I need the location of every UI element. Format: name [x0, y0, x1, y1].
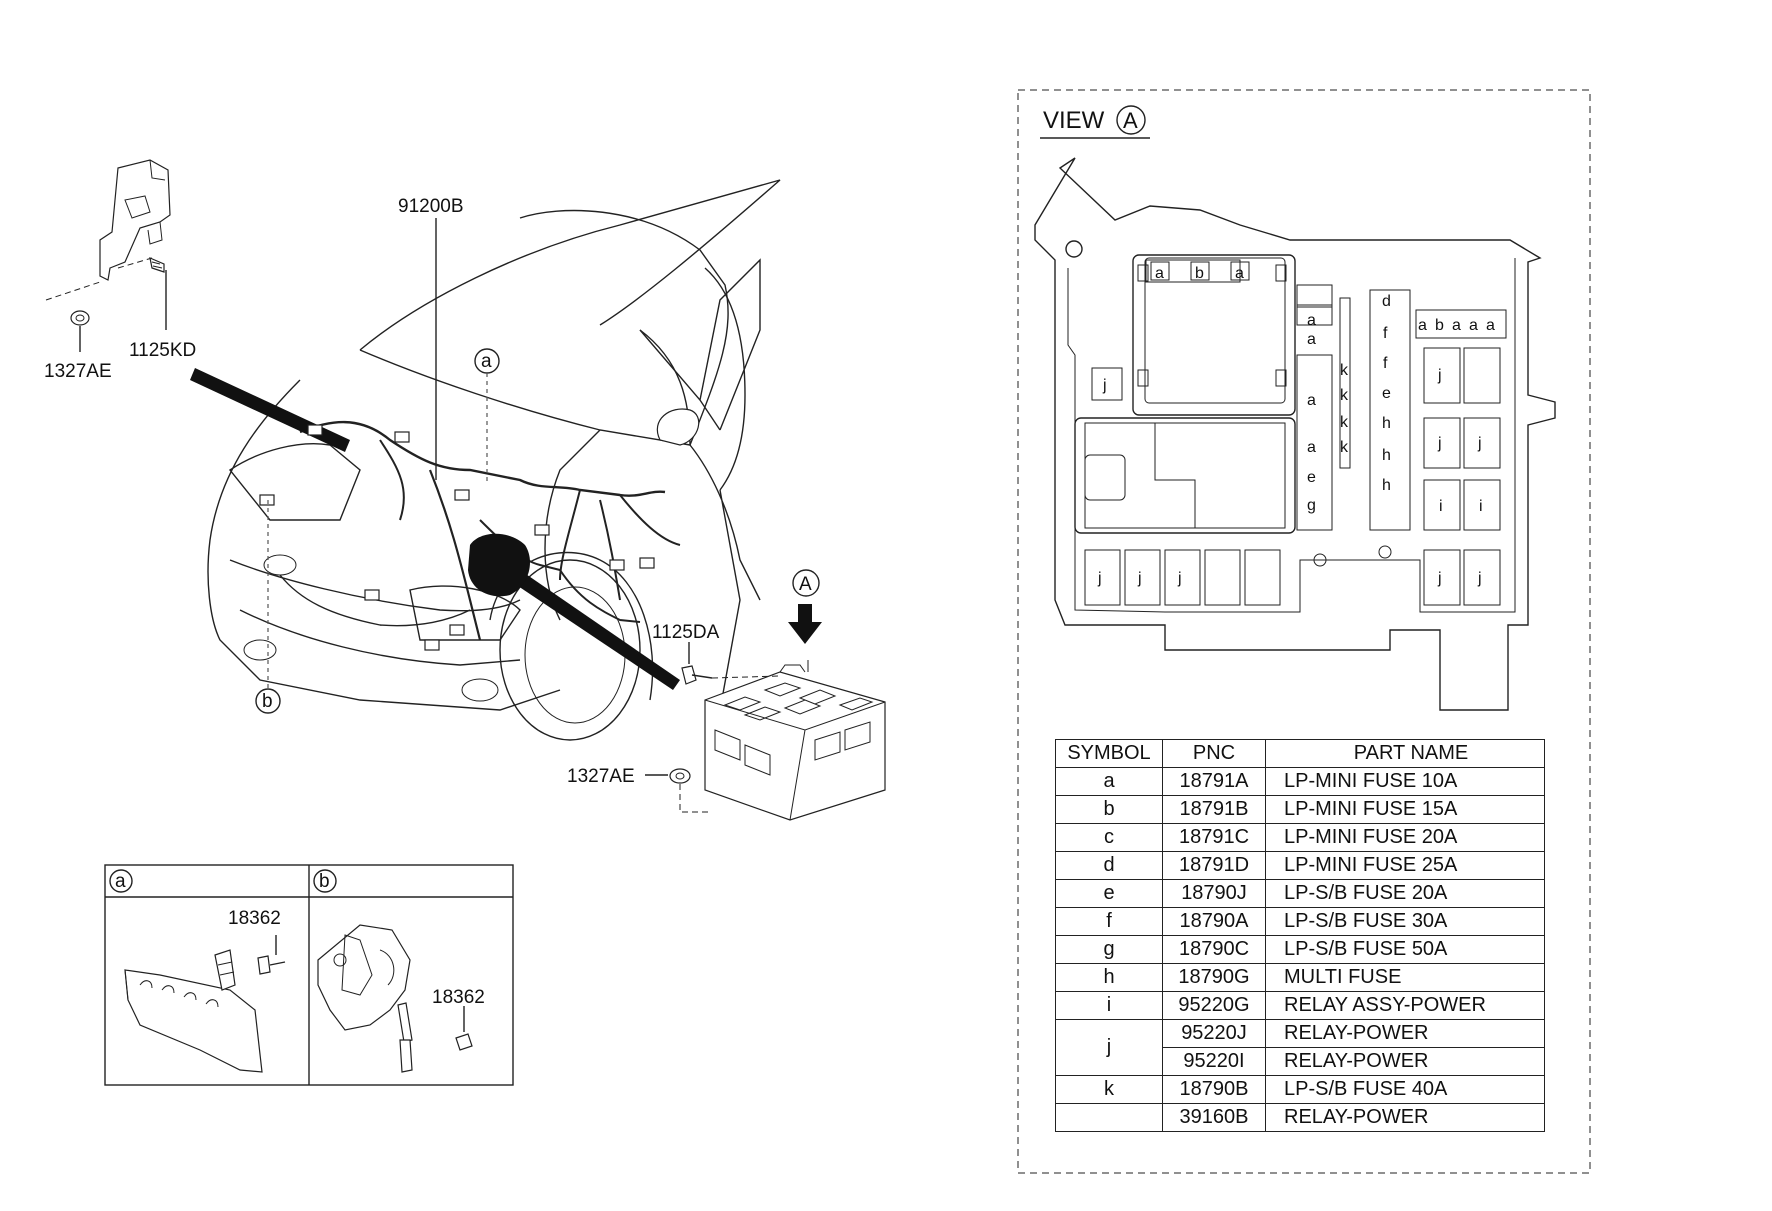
svg-text:a: a: [1307, 392, 1316, 409]
svg-text:j: j: [1137, 570, 1142, 587]
svg-text:h: h: [1382, 447, 1391, 464]
svg-text:VIEW: VIEW: [1043, 107, 1105, 134]
svg-text:a: a: [1307, 312, 1316, 329]
svg-text:a: a: [1307, 439, 1316, 456]
inset-a-header: a: [109, 869, 133, 893]
svg-text:A: A: [1123, 108, 1138, 133]
svg-text:a: a: [1155, 265, 1164, 282]
view-a-panel: VIEW A a b a: [1017, 89, 1591, 1174]
center-column-labels: a a a a e g: [1307, 312, 1316, 514]
inset-panels: a b 18362 18362: [104, 864, 514, 1086]
svg-text:a: a: [1452, 317, 1461, 334]
nut-1327ae-icon: [70, 310, 90, 326]
table-row: a 18791A LP-MINI FUSE 10A: [1055, 767, 1545, 796]
svg-text:a: a: [1235, 265, 1244, 282]
table-row: j 95220J RELAY-POWER: [1055, 1019, 1545, 1076]
svg-text:k: k: [1340, 362, 1349, 379]
svg-text:a: a: [1418, 317, 1427, 334]
svg-text:k: k: [1340, 387, 1349, 404]
bolt-1125da-icon: [681, 642, 781, 685]
svg-text:j: j: [1477, 570, 1482, 587]
table-row: 39160B RELAY-POWER: [1055, 1103, 1545, 1132]
svg-text:e: e: [1307, 469, 1316, 486]
svg-text:A: A: [799, 574, 812, 595]
view-a-arrow-icon: A: [788, 569, 822, 644]
header-part-name: PART NAME: [1265, 739, 1545, 768]
top-row-fuse-labels: a b a: [1155, 265, 1244, 282]
svg-text:h: h: [1382, 477, 1391, 494]
header-symbol: SYMBOL: [1055, 739, 1163, 768]
table-row: c 18791C LP-MINI FUSE 20A: [1055, 823, 1545, 852]
right-small-fuse-labels: a b a a a: [1418, 317, 1495, 334]
svg-text:k: k: [1340, 439, 1349, 456]
table-row: i 95220G RELAY ASSY-POWER: [1055, 991, 1545, 1020]
svg-text:a: a: [1486, 317, 1495, 334]
svg-text:b: b: [1195, 265, 1204, 282]
inset-b-header: b: [313, 869, 337, 893]
label-1125da: 1125DA: [652, 622, 720, 643]
table-header-row: SYMBOL PNC PART NAME: [1055, 739, 1545, 768]
car-illustration: [207, 179, 781, 741]
svg-text:k: k: [1340, 414, 1349, 431]
view-a-title: VIEW A: [1040, 105, 1150, 139]
table-row: h 18790G MULTI FUSE: [1055, 963, 1545, 992]
header-pnc: PNC: [1162, 739, 1266, 768]
inset-a-drawing: [124, 935, 286, 1073]
fuse-box-plan: a b a j j: [1034, 157, 1556, 711]
svg-text:j: j: [1437, 367, 1442, 384]
table-row: k 18790B LP-S/B FUSE 40A: [1055, 1075, 1545, 1104]
svg-text:b: b: [262, 691, 273, 712]
svg-text:d: d: [1382, 293, 1391, 310]
svg-text:f: f: [1383, 355, 1388, 372]
wiring-harness-illustration: [190, 368, 681, 690]
bottom-relay-labels: j j j: [1097, 570, 1182, 587]
bolt-1125kd-icon: [149, 256, 167, 330]
inset-a-label: 18362: [228, 908, 281, 929]
right-column-labels: d f f e h h h: [1382, 293, 1391, 494]
inset-b-label: 18362: [432, 987, 485, 1008]
svg-text:a: a: [1469, 317, 1478, 334]
svg-text:b: b: [319, 871, 330, 892]
bracket-illustration: 1125KD 1327AE: [44, 159, 196, 382]
svg-text:i: i: [1439, 498, 1443, 515]
callout-b: b: [255, 500, 281, 714]
nut-1327ae-box-icon: [645, 768, 710, 813]
right-relay-labels: j j j i i j j: [1437, 367, 1483, 587]
table-row: d 18791D LP-MINI FUSE 25A: [1055, 851, 1545, 880]
svg-text:j: j: [1177, 570, 1182, 587]
svg-text:a: a: [481, 351, 492, 372]
callout-a: a: [474, 348, 500, 485]
svg-text:a: a: [1307, 331, 1316, 348]
table-row: b 18791B LP-MINI FUSE 15A: [1055, 795, 1545, 824]
svg-text:f: f: [1383, 325, 1388, 342]
table-row: e 18790J LP-S/B FUSE 20A: [1055, 879, 1545, 908]
label-1327ae-top: 1327AE: [44, 361, 112, 382]
svg-text:a: a: [115, 871, 126, 892]
inset-b-drawing: [317, 924, 473, 1073]
fuse-box-illustration: [704, 660, 886, 821]
label-1327ae-box: 1327AE: [567, 766, 635, 787]
svg-text:b: b: [1435, 317, 1444, 334]
svg-text:j: j: [1437, 435, 1442, 452]
svg-text:j: j: [1437, 570, 1442, 587]
svg-text:j: j: [1477, 435, 1482, 452]
svg-text:h: h: [1382, 415, 1391, 432]
label-1125kd: 1125KD: [129, 340, 196, 361]
svg-text:e: e: [1382, 385, 1391, 402]
label-91200b: 91200B: [398, 196, 464, 217]
relay-j-left: j: [1102, 377, 1107, 394]
svg-text:j: j: [1097, 570, 1102, 587]
table-row: g 18790C LP-S/B FUSE 50A: [1055, 935, 1545, 964]
k-column-labels: k k k k: [1340, 362, 1349, 456]
svg-text:g: g: [1307, 497, 1316, 514]
table-row: f 18790A LP-S/B FUSE 30A: [1055, 907, 1545, 936]
svg-text:i: i: [1479, 498, 1483, 515]
table-row: 95220I RELAY-POWER: [1056, 1047, 1545, 1076]
parts-table: SYMBOL PNC PART NAME a 18791A LP-MINI FU…: [1055, 739, 1545, 1132]
